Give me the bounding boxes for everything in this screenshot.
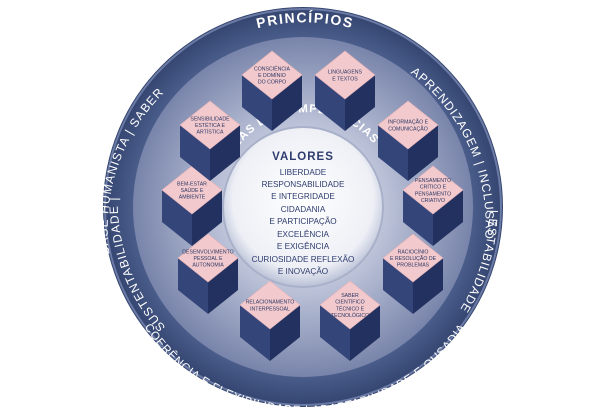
cube-top-face <box>377 100 439 150</box>
cube-label: SAÚDE E <box>181 187 204 194</box>
valores-item: E EXIGÊNCIA <box>277 241 330 251</box>
cube-right-face <box>210 125 240 181</box>
cube-right-face <box>345 75 375 131</box>
cube-left-face <box>403 190 433 246</box>
cube-top-face <box>382 233 444 283</box>
cube-label: LINGUAGENS <box>328 70 363 76</box>
cube-label: INFORMAÇÃO E <box>388 119 429 126</box>
cube-left-face <box>315 75 345 131</box>
valores-item: E PARTICIPAÇÃO <box>269 216 336 226</box>
cube-right-face <box>270 305 300 361</box>
cube-label: PESSOAL E <box>194 256 223 262</box>
valores-item: EXCELÊNCIA <box>277 229 329 239</box>
cube-left-face <box>162 190 192 246</box>
valores-disc <box>222 126 384 288</box>
cube-label: DO CORPO <box>258 80 286 86</box>
cube-label: SABER <box>341 293 359 299</box>
cube-label: CRÍTICO E <box>420 184 447 191</box>
cube-top-face <box>239 280 301 330</box>
cube-left-face <box>178 258 208 314</box>
cube-top-face <box>314 50 376 100</box>
cube-label: E DOMÍNIO <box>258 72 286 79</box>
valores-title: VALORES <box>272 151 334 163</box>
valores-list: LIBERDADE RESPONSABILIDADE E INTEGRIDADE CI… <box>252 168 355 276</box>
valores-item: RESPONSABILIDADE <box>262 180 345 189</box>
valores-block: VALORES LIBERDADE RESPONSABILIDADE E INTEG… <box>252 151 355 276</box>
cube-label: PENSAMENTO <box>415 191 451 197</box>
cube-label: SENSIBILIDADE <box>190 116 230 122</box>
cube-label: COMUNICAÇÃO <box>388 125 427 132</box>
cube-label: AMBIENTE <box>179 195 206 201</box>
cube-label: RACIOCÍNIO <box>398 248 429 255</box>
valores-item: CURIOSIDADE REFLEXÃO <box>252 254 355 264</box>
valores-item: CIDADANIA <box>281 205 326 214</box>
valores-item: E INTEGRIDADE <box>271 192 335 201</box>
cube-right-face <box>192 190 222 246</box>
cube-label: DESENVOLVIMENTO <box>182 249 233 255</box>
cube-right-face <box>408 125 438 181</box>
cube-left-face <box>378 125 408 181</box>
cube-top-face <box>319 280 381 330</box>
cube-label: BEM-ESTAR <box>177 181 207 187</box>
valores-item: LIBERDADE <box>280 168 327 177</box>
cube-right-face <box>433 190 463 246</box>
cube-left-face <box>242 75 272 131</box>
cube-label: TECNOLÓGICO <box>331 312 369 319</box>
valores-item: E INOVAÇÃO <box>278 266 328 276</box>
cube-label: ARTÍSTICA <box>197 129 225 136</box>
cube-left-face <box>383 258 413 314</box>
cube-label: CONSCIÊNCIA <box>254 64 291 72</box>
cube-left-face <box>180 125 210 181</box>
cube-label: CRIATIVO <box>421 198 445 204</box>
cube-label: E RESOLUÇÃO DE <box>390 255 437 262</box>
cube-label: CIENTÍFICO <box>335 299 364 306</box>
cube-left-face <box>320 305 350 361</box>
cube-top-face <box>402 165 464 215</box>
cube-label: RELACIONAMENTO <box>246 300 295 306</box>
cube-right-face <box>413 258 443 314</box>
cube-top-face <box>179 100 241 150</box>
cube-label: PENSAMENTO <box>415 178 451 184</box>
cube-left-face <box>240 305 270 361</box>
cube-label: E TEXTOS <box>332 76 358 82</box>
cube-label: AUTONOMIA <box>192 263 224 269</box>
principios-title: PRINCÍPIOS <box>255 9 356 31</box>
cube-label: INTERPESSOAL <box>250 306 290 312</box>
cube-label: ESTÉTICA E <box>195 122 226 129</box>
cube-top-face <box>177 233 239 283</box>
cube-right-face <box>272 75 302 131</box>
cube-top-face <box>241 50 303 100</box>
cube-label: TÉCNICO E <box>336 305 365 312</box>
cube-right-face <box>208 258 238 314</box>
outer-ring-highlight <box>104 8 502 406</box>
cube-label: PROBLEMAS <box>397 263 430 269</box>
cube-right-face <box>350 305 380 361</box>
